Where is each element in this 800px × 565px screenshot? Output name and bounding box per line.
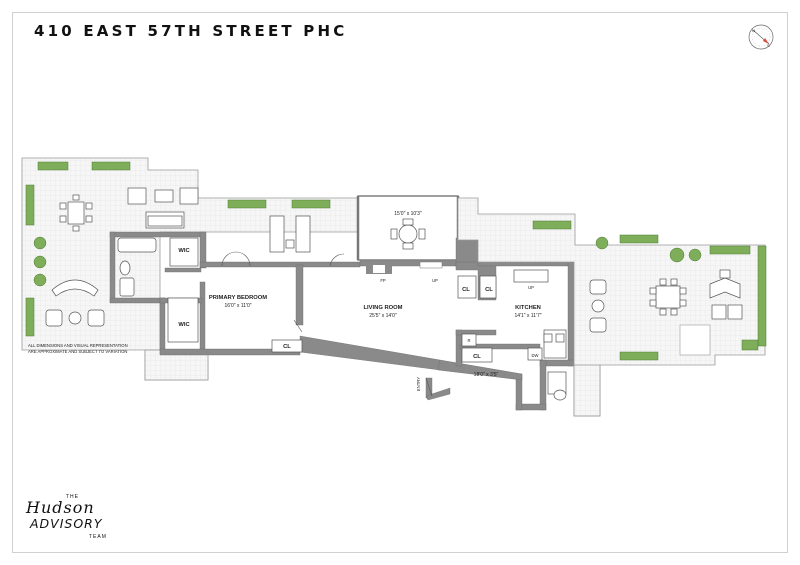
terrace-furniture-right [589,269,743,333]
disclaimer-line-2: ARE APPROXIMATE AND SUBJECT TO VARIATION [28,349,127,354]
compass-s: S [767,43,770,48]
label-living-room: LIVING ROOM [364,305,403,311]
label-r: R [467,338,470,343]
disclaimer-line-1: ALL DIMENSIONS AND VISUAL REPRESENTATION [28,343,128,348]
compass-n: N [752,28,755,33]
hudson-advisory-logo: THE Hudson ADVISORY TEAM [26,494,136,548]
label-kitchen: KITCHEN [515,305,541,311]
label-dw: DW [532,353,539,358]
page-title: 410 EAST 57TH STREET PHC [34,22,348,40]
label-fp: FP [380,278,386,283]
label-cl-bedroom: CL [283,344,291,350]
label-cl-kitchen-1: CL [462,287,470,293]
logo-the: THE [66,494,79,500]
label-wic-1: WIC [178,248,190,254]
compass-icon: N S [748,24,774,50]
logo-line-1: Hudson [26,498,95,517]
dims-living-room: 25'5" x 14'0" [369,313,397,319]
label-cl-kitchen-3: CL [473,354,481,360]
terrace-furniture-left [45,187,311,327]
dims-foyer: 18'0" x 3'5" [474,372,499,378]
planters-left [25,161,331,337]
page-frame [12,12,788,553]
logo-team: TEAM [89,534,107,540]
label-wic-2: WIC [178,322,190,328]
label-primary-bedroom: PRIMARY BEDROOM [209,295,267,301]
planters-right [532,220,767,361]
label-up-1: UP [432,278,438,283]
dims-kitchen: 14'1" x 11'7" [514,313,541,319]
logo-line-2: ADVISORY [30,516,103,531]
label-up-2: UP [528,285,534,290]
label-entry: ENTRY [416,377,421,391]
label-cl-kitchen-2: CL [485,287,493,293]
dims-sunroom: 15'0" x 10'3" [394,211,422,217]
apartment-walls [109,231,575,411]
sunroom [356,195,460,261]
dims-primary-bedroom: 16'0" x 11'0" [224,303,251,309]
right-terrace [457,197,766,417]
room-labels: PRIMARY BEDROOM 16'0" x 11'0" LIVING ROO… [28,211,542,391]
